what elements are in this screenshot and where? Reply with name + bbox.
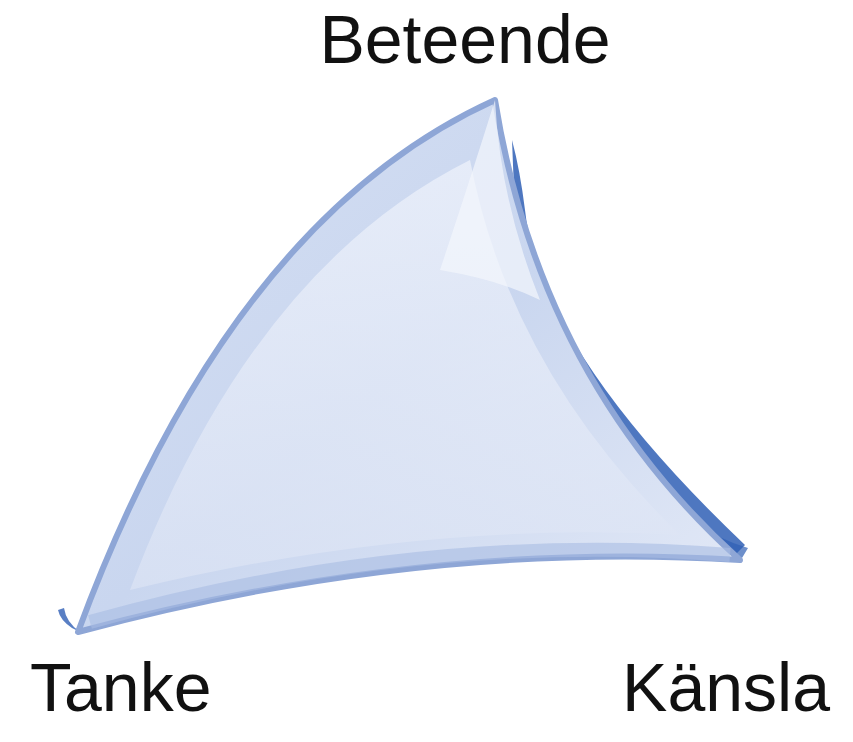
corner-label: Känsla: [622, 648, 830, 726]
triangle-inner: [130, 160, 680, 590]
corner-label: Tanke: [30, 648, 211, 726]
fold-highlight: [440, 100, 540, 300]
corner-label: Beteende: [319, 0, 610, 78]
triangle-shape: [78, 100, 740, 632]
rim: [90, 550, 730, 622]
